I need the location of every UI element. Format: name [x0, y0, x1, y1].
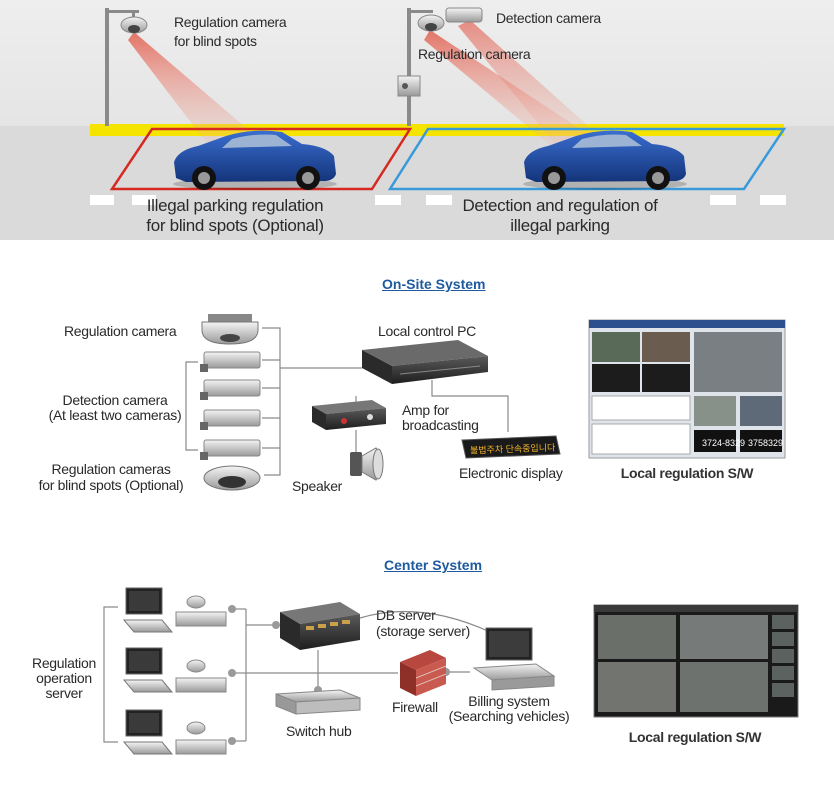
label-onsite-detection-camera-2: (At least two cameras) — [48, 407, 182, 423]
local-control-pc-icon — [362, 340, 488, 384]
label-switch-hub: Switch hub — [286, 723, 352, 739]
label-billing-1: Billing system — [468, 693, 550, 709]
label-operation-server-2: operation — [36, 670, 92, 686]
label-onsite-sw: Local regulation S/W — [620, 465, 754, 481]
label-local-control-pc: Local control PC — [378, 323, 476, 339]
onsite-dome-camera-icon — [201, 314, 259, 345]
label-speaker: Speaker — [292, 478, 343, 494]
label-billing-2: (Searching vehicles) — [448, 708, 570, 724]
pole-right — [397, 7, 483, 126]
beam-detection — [458, 20, 615, 150]
label-db-server-1: DB server — [376, 607, 436, 623]
electronic-display-icon — [461, 435, 561, 459]
label-onsite-blindspot-2: for blind spots (Optional) — [38, 477, 184, 493]
label-zone-left-2: for blind spots (Optional) — [146, 216, 324, 235]
label-center-sw: Local regulation S/W — [628, 729, 762, 745]
label-operation-server-3: server — [45, 685, 83, 701]
label-operation-server-1: Regulation — [32, 655, 96, 671]
onsite-connectors — [185, 327, 509, 476]
lane-dashes — [90, 195, 786, 205]
onsite-blindspot-camera-icon — [203, 465, 261, 491]
billing-system-icon — [472, 627, 556, 691]
label-blind-camera-2: for blind spots — [174, 33, 257, 49]
speaker-icon — [350, 447, 384, 481]
workstation-icon-3 — [122, 709, 227, 755]
workstation-icon-1 — [122, 587, 227, 633]
label-regulation-camera: Regulation camera — [418, 46, 531, 62]
center-title: Center System — [384, 557, 483, 573]
onsite-detection-cameras-icon — [200, 351, 261, 460]
label-blind-camera-1: Regulation camera — [174, 14, 287, 30]
pole-left — [105, 8, 148, 126]
zone-right — [387, 127, 787, 191]
label-db-server-2: (storage server) — [376, 623, 471, 639]
onsite-sw-value-2: 3758329 — [748, 438, 784, 448]
center-connectors — [103, 606, 491, 743]
label-onsite-regulation-camera: Regulation camera — [64, 323, 177, 339]
label-zone-left-1: Illegal parking regulation — [146, 196, 324, 215]
label-electronic-display: Electronic display — [459, 465, 563, 481]
center-sw-screenshot — [593, 604, 799, 718]
firewall-icon — [400, 650, 447, 696]
road — [0, 126, 834, 240]
label-zone-right-2: illegal parking — [510, 216, 610, 235]
onsite-sw-value-1: 3724-8329 — [702, 438, 746, 448]
zone-left — [109, 127, 413, 191]
label-onsite-blindspot-1: Regulation cameras — [51, 461, 171, 477]
electronic-display-text: 불법주차 단속중입니다 — [469, 442, 556, 456]
car-right — [523, 130, 687, 190]
onsite-sw-screenshot — [588, 319, 786, 459]
label-firewall: Firewall — [392, 699, 438, 715]
beam-blind-spot — [128, 32, 272, 150]
onsite-title: On-Site System — [382, 276, 486, 292]
label-amp-1: Amp for — [402, 402, 449, 418]
switch-hub-icon — [275, 689, 361, 715]
label-onsite-detection-camera-1: Detection camera — [62, 392, 168, 408]
workstation-icon-2 — [122, 647, 227, 693]
car-left — [173, 130, 337, 190]
label-amp-2: broadcasting — [402, 417, 479, 433]
db-server-icon — [280, 602, 360, 650]
label-detection-camera: Detection camera — [496, 10, 601, 26]
label-zone-right-1: Detection and regulation of — [462, 196, 658, 215]
amp-icon — [312, 400, 386, 430]
